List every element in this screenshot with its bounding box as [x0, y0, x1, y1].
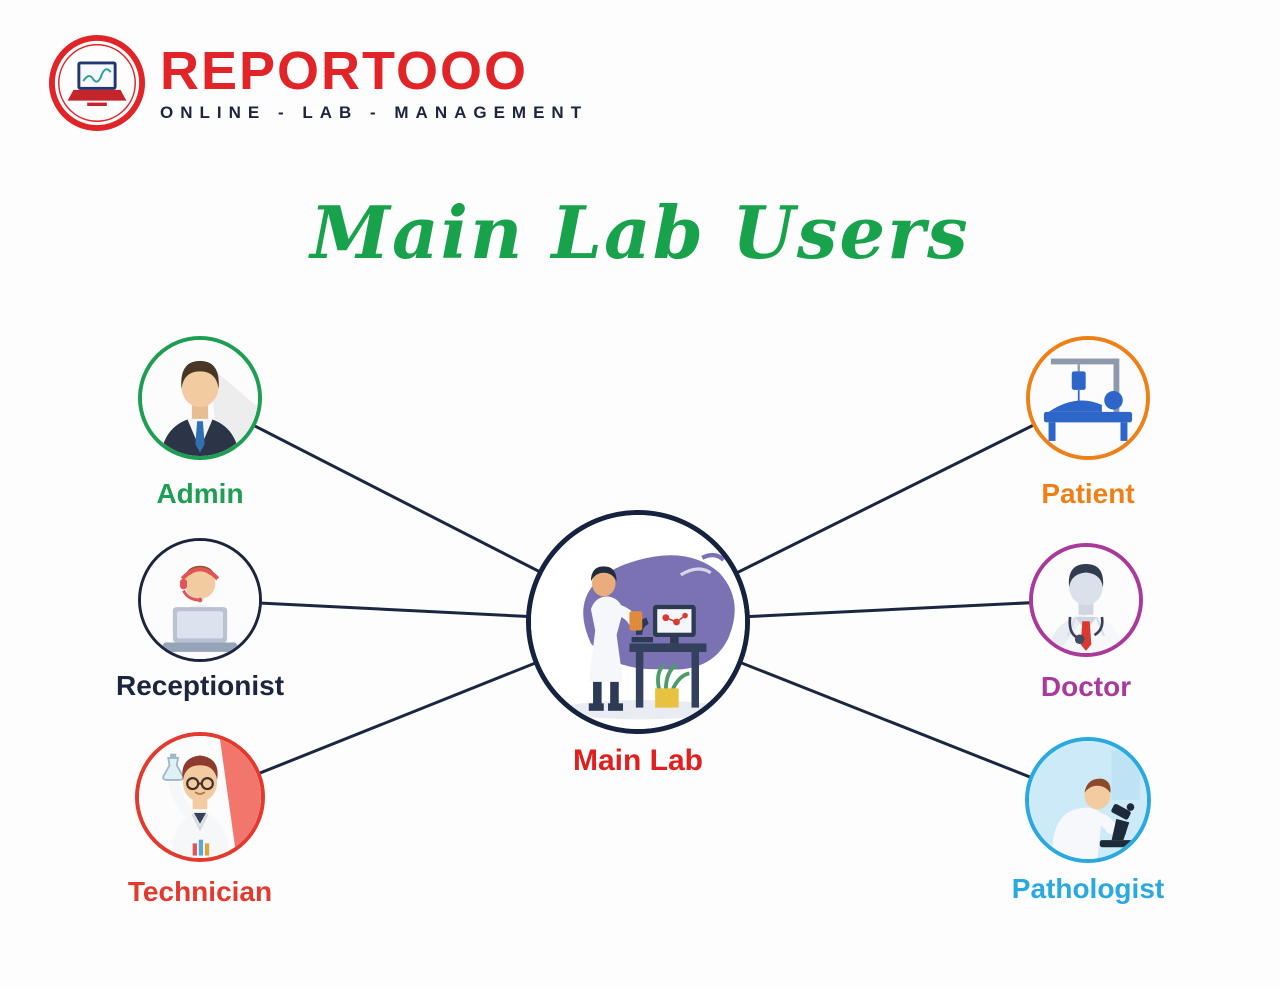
receptionist-node: Receptionist — [116, 538, 284, 701]
scientist-at-lab-desk-illustration — [531, 515, 745, 729]
pathologist-microscope-illustration — [1029, 741, 1147, 859]
brand-name: REPORTOOO — [160, 40, 529, 101]
doctor-stethoscope-illustration — [1033, 547, 1139, 653]
patient-in-bed-iv-illustration — [1030, 340, 1146, 456]
doctor-circle — [1029, 543, 1143, 657]
logo-text: REPORTOOO ONLINE - LAB - MANAGEMENT — [160, 44, 588, 123]
technician-label: Technician — [127, 876, 273, 907]
main-lab-circle — [526, 510, 750, 734]
main-lab-node: Main Lab — [526, 510, 750, 777]
lab-technician-flask-illustration — [139, 736, 261, 858]
pathologist-node: Pathologist — [1012, 737, 1164, 904]
admin-circle — [138, 336, 262, 460]
laptop-report-icon — [48, 34, 146, 132]
main-lab-label: Main Lab — [572, 744, 704, 777]
brand-tagline: ONLINE - LAB - MANAGEMENT — [160, 102, 589, 122]
doctor-node: Doctor — [1029, 543, 1143, 702]
pathologist-circle — [1025, 737, 1151, 863]
patient-circle — [1026, 336, 1150, 460]
businessman-in-suit-illustration — [142, 340, 258, 456]
receptionist-label: Receptionist — [115, 670, 285, 701]
page-title: Main Lab Users — [310, 190, 970, 275]
patient-label: Patient — [1041, 478, 1135, 509]
receptionist-circle — [138, 538, 262, 662]
headset-agent-laptop-illustration — [141, 541, 259, 659]
app-logo: REPORTOOO ONLINE - LAB - MANAGEMENT — [48, 34, 588, 132]
doctor-label: Doctor — [1040, 671, 1132, 702]
technician-circle — [135, 732, 265, 862]
patient-node: Patient — [1026, 336, 1150, 509]
technician-node: Technician — [128, 732, 272, 907]
pathologist-label: Pathologist — [1011, 873, 1165, 904]
admin-label: Admin — [156, 478, 244, 509]
admin-node: Admin — [138, 336, 262, 509]
